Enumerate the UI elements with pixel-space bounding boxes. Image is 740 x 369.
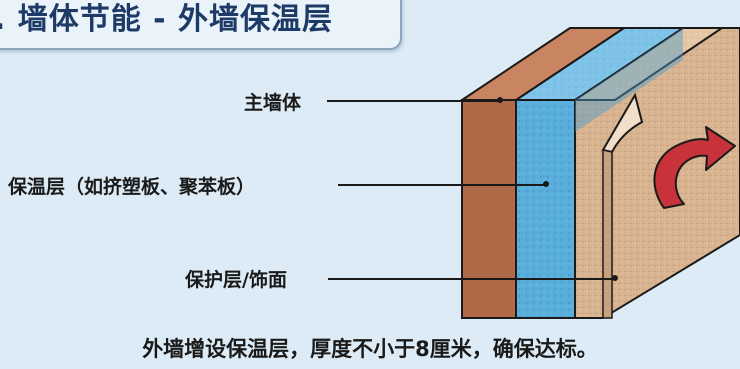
label-main-wall: 主墙体 (244, 92, 302, 114)
page-title: 3. 墙体节能 - 外墙保温层 (0, 2, 334, 37)
leader-dot-protection (612, 275, 618, 281)
caption: 外墙增设保温层，厚度不小于8厘米，确保达标。 (142, 337, 598, 361)
leader-dot-insulation (543, 181, 549, 187)
label-insulation: 保温层（如挤塑板、聚苯板） (8, 176, 256, 198)
leader-protection (328, 278, 615, 280)
leader-main-wall (327, 100, 500, 102)
leader-dot-main-wall (497, 97, 503, 103)
title-banner: 3. 墙体节能 - 外墙保温层 (0, 0, 402, 50)
insulation-layer (512, 27, 687, 319)
label-protection: 保护层/饰面 (185, 269, 287, 291)
curved-arrow-icon (653, 126, 736, 209)
leader-insulation (338, 184, 546, 186)
